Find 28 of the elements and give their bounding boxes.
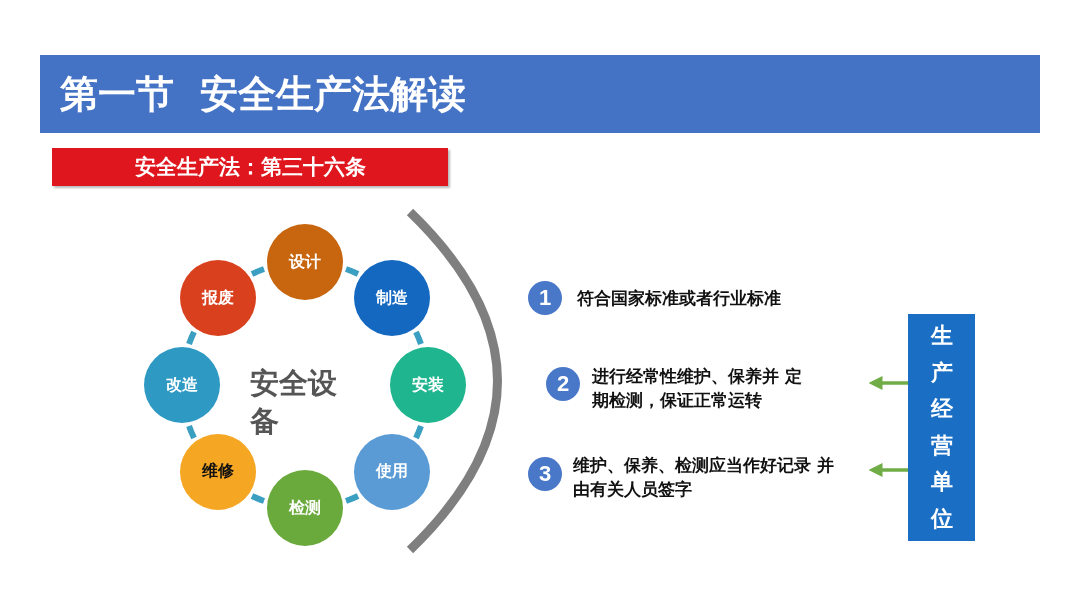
stage-circle: 维修 (180, 433, 256, 510)
item-text: 维护、保养、检测应当作好记录 并由有关人员签字 (573, 454, 835, 501)
item-text: 进行经常性维护、保养并 定期检测，保证正常运转 (592, 365, 803, 412)
number-circle: 3 (528, 457, 562, 491)
stage-circle: 使用 (353, 433, 430, 510)
ring-segment (413, 424, 424, 440)
ring-segment (186, 330, 197, 346)
vertical-label-box (908, 314, 975, 541)
ring-segment (344, 266, 360, 277)
number-circle: 1 (528, 281, 562, 315)
stage-circle: 检测 (267, 470, 343, 546)
ring-segment (344, 493, 360, 504)
title-banner: 第一节 安全生产法解读 (40, 55, 1040, 133)
ring-segment (250, 266, 266, 277)
stage-circle: 制造 (353, 260, 430, 336)
stage-circle: 安装 (390, 347, 466, 423)
ring-segment (250, 493, 266, 504)
arrow (868, 376, 908, 390)
ring-segment (413, 330, 424, 346)
stage-circle: 改造 (144, 347, 220, 423)
vertical-text: 生产经营单位 (929, 322, 954, 533)
ring-segment (186, 424, 197, 440)
arrow (868, 463, 908, 477)
heading-band: 安全生产法：第三十六条 (52, 148, 448, 186)
number-circle: 2 (546, 367, 580, 401)
stage-circle: 设计 (267, 224, 343, 300)
item-text: 符合国家标准或者行业标准 (577, 287, 782, 310)
stage-circle: 报废 (180, 260, 256, 336)
